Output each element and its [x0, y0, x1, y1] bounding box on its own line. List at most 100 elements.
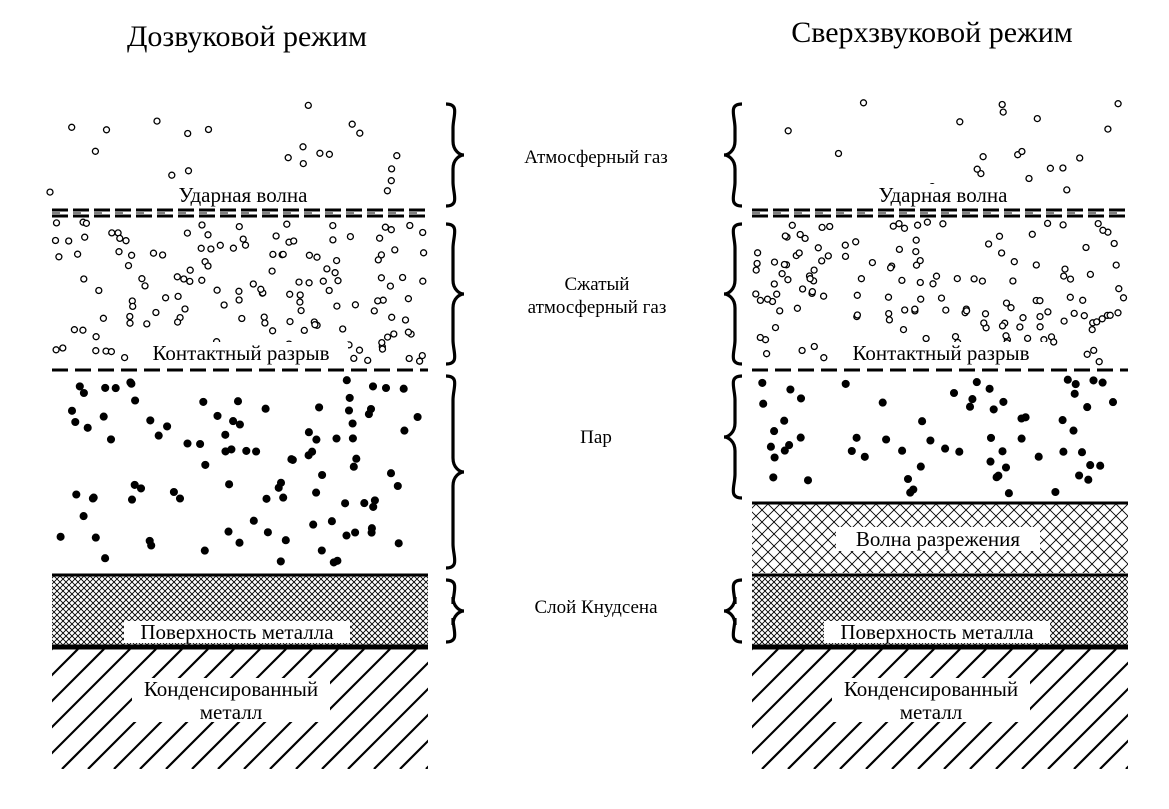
compressed-gas-particle [1088, 325, 1096, 334]
compressed-gas-particle [204, 262, 212, 270]
gas-particle [304, 101, 312, 110]
vapor-particle [130, 480, 139, 489]
vapor-particle [1059, 447, 1068, 456]
hatch-line [61, 649, 183, 769]
compressed-gas-particle [152, 308, 160, 317]
gas-particle [46, 188, 54, 196]
compressed-gas-particle [404, 295, 413, 303]
compressed-gas-particle [752, 290, 760, 298]
gas-particle [316, 149, 324, 157]
compressed-gas-particle [115, 248, 123, 256]
compressed-gas-particle [351, 301, 360, 309]
compressed-gas-particle [82, 219, 91, 227]
compressed-gas-particle [1002, 299, 1011, 307]
atmospheric-gas-label: Атмосферный газ [524, 147, 668, 168]
gas-particle [387, 165, 396, 173]
curly-brace [445, 222, 465, 366]
compressed-gas-particle [1036, 297, 1044, 305]
vapor-particle [841, 379, 850, 388]
compressed-gas-particle [122, 237, 130, 245]
hatch-line [373, 713, 428, 769]
compressed-gas-particle [756, 296, 765, 305]
vapor-particle [1058, 416, 1067, 425]
compressed-gas-particle [269, 250, 277, 259]
vapor-particle [318, 470, 327, 480]
hatch-line [425, 765, 428, 769]
compressed-gas-particle [1110, 239, 1118, 248]
compressed-gas-particle [773, 290, 781, 298]
compressed-gas-particle [895, 245, 904, 254]
compressed-gas-particle [796, 230, 804, 239]
compressed-gas-particle [929, 280, 937, 288]
compressed-gas-label-1: Сжатый [565, 274, 630, 295]
compressed-gas-particle [1036, 312, 1044, 321]
vapor-particle [770, 453, 779, 462]
gas-particle [299, 159, 307, 168]
compressed-gas-particle [52, 219, 61, 227]
vapor-particle [998, 447, 1007, 456]
compressed-gas-particle [1079, 296, 1087, 304]
gas-particle [999, 108, 1007, 116]
compressed-gas-particle [213, 286, 221, 294]
compressed-gas-particle [942, 306, 950, 314]
subsonic-column: Ударная волна Контактный разрыв Поверхно… [46, 101, 428, 769]
gas-particle [1018, 147, 1026, 156]
shock-wave-label-right: Ударная волна [879, 183, 1009, 207]
compressed-gas-particle [268, 267, 276, 275]
compressed-gas-particle [795, 249, 803, 257]
compressed-gas-particle [980, 319, 988, 327]
compressed-gas-particle [186, 266, 194, 274]
vapor-particle [796, 394, 806, 403]
compressed-gas-particle [198, 276, 206, 284]
gas-particle [204, 125, 213, 134]
compressed-gas-particle [406, 221, 414, 230]
vapor-particle [235, 538, 244, 547]
gas-particle [325, 150, 334, 158]
vapor-particle [229, 417, 238, 426]
compressed-gas-particle [183, 229, 192, 237]
curly-brace [723, 374, 743, 500]
compressed-gas-particle [59, 344, 67, 352]
vapor-particle [878, 398, 887, 407]
vapor-label: Пар [580, 427, 612, 448]
compressed-gas-particle [922, 334, 930, 343]
vapor-particle [349, 462, 358, 471]
compressed-gas-particle [149, 249, 158, 257]
compressed-gas-particle [350, 354, 358, 363]
compressed-gas-particle [798, 346, 806, 355]
gas-particle [284, 154, 292, 162]
vapor-particle [1075, 471, 1084, 480]
compressed-gas-particle [912, 236, 920, 244]
compressed-gas-particle [305, 251, 314, 259]
compressed-gas-particle [377, 274, 386, 282]
vapor-particle [1089, 376, 1098, 385]
vapor-particle [368, 382, 378, 391]
compressed-gas-particle [331, 269, 339, 277]
vapor-particle [968, 395, 977, 404]
compressed-gas-particle [158, 251, 167, 259]
vapor-particle [287, 455, 296, 464]
compressed-gas-particle [1119, 294, 1128, 302]
compressed-gas-particle [1098, 315, 1106, 323]
compressed-gas-particle [174, 292, 182, 301]
vapor-particle [1108, 398, 1118, 407]
vapor-particle [341, 499, 350, 508]
vapor-particle [136, 484, 146, 493]
vapor-particle [852, 433, 861, 442]
gas-particle [387, 177, 395, 185]
compressed-gas-particle [763, 295, 772, 303]
vapor-particle [175, 494, 185, 503]
compressed-gas-particle [1093, 318, 1101, 326]
vapor-particle [759, 399, 768, 408]
vapor-particle [235, 420, 244, 429]
gas-particle [1114, 100, 1122, 108]
vapor-particle [276, 557, 285, 566]
shock-wave-label-left: Ударная волна [179, 183, 309, 207]
compressed-gas-particle [1080, 312, 1088, 320]
compressed-gas-particle [260, 313, 268, 321]
vapor-particle [1069, 426, 1078, 435]
compressed-gas-particle [405, 354, 413, 363]
compressed-gas-particle [1007, 304, 1015, 312]
supersonic-title: Сверхзвуковой режим [791, 16, 1073, 49]
condensed-metal-hatch-left [52, 649, 428, 769]
